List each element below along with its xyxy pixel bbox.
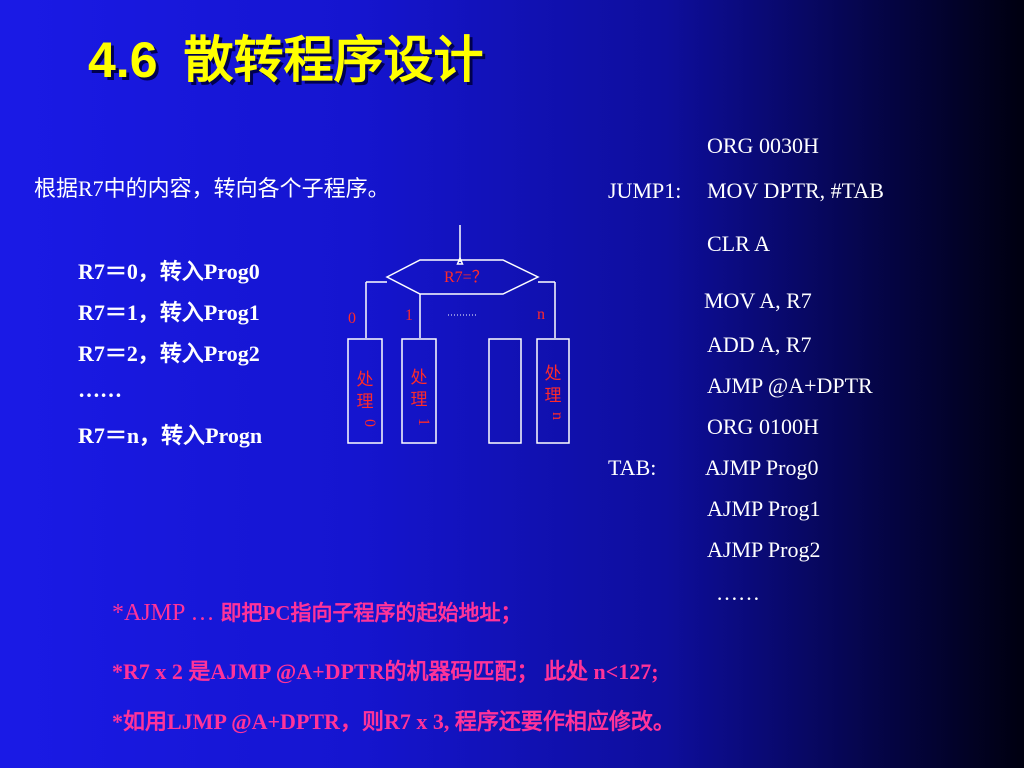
flow-box-empty <box>488 338 522 444</box>
flow-box-0-char-2: 理 <box>357 392 374 411</box>
flow-box-0 <box>347 338 383 444</box>
flow-box-0-char-1: 处 <box>357 370 374 389</box>
code-clr: CLR A <box>707 231 770 256</box>
flowchart: R7=？ 0 1 n 处 理 0 处 理 1 处 理 n <box>347 225 570 444</box>
case-ellipsis: …… <box>78 377 122 402</box>
note-ljmp: *如用LJMP @A+DPTR，则R7 x 3, 程序还要作相应修改。 <box>112 709 675 734</box>
flow-entry-arrow <box>456 256 464 265</box>
note-ajmp: *AJMP … 即把PC指向子程序的起始地址； <box>112 597 521 627</box>
flow-box-1-char-3: 1 <box>415 418 432 426</box>
flow-label-n: n <box>537 306 545 323</box>
flow-box-n <box>536 338 570 444</box>
code-add: ADD A, R7 <box>707 332 812 357</box>
code-tab-label: TAB: <box>608 455 657 480</box>
note-r7-x2: *R7 x 2 是AJMP @A+DPTR的机器码匹配； 此处 n<127; <box>112 659 659 684</box>
code-ajmp-prog2: AJMP Prog2 <box>707 537 821 562</box>
flow-box-0-char-3: 0 <box>361 419 378 427</box>
slide-title: 4.6 散转程序设计 <box>88 20 484 92</box>
section-number: 4.6 <box>88 32 158 88</box>
case-r7-n: R7＝n，转入Progn <box>78 423 263 448</box>
case-r7-2: R7＝2，转入Prog2 <box>78 341 260 366</box>
flow-label-1: 1 <box>405 307 413 324</box>
code-org-0030: ORG 0030H <box>707 133 819 158</box>
flow-box-1-char-2: 理 <box>411 390 428 409</box>
note-ajmp-text: 即把PC指向子程序的起始地址； <box>220 601 522 625</box>
code-ajmp-prog0: AJMP Prog0 <box>705 455 819 480</box>
flow-box-n-char-2: 理 <box>545 386 562 405</box>
flow-box-n-char-3: n <box>549 412 566 420</box>
code-ajmp-prog1: AJMP Prog1 <box>707 496 821 521</box>
code-ellipsis: …… <box>716 580 760 605</box>
code-ajmp-dptr: AJMP @A+DPTR <box>707 373 873 398</box>
code-org-0100: ORG 0100H <box>707 414 819 439</box>
flow-label-0: 0 <box>348 310 356 327</box>
description: 根据R7中的内容，转向各个子程序。 <box>34 176 390 201</box>
flow-box-1 <box>401 338 437 444</box>
code-mov-a-r7: MOV A, R7 <box>704 288 812 313</box>
flow-box-1-char-1: 处 <box>411 368 428 387</box>
flow-box-n-char-1: 处 <box>545 364 562 383</box>
title-text: 散转程序设计 <box>183 32 484 88</box>
code-mov-dptr: MOV DPTR, #TAB <box>707 178 884 203</box>
case-r7-0: R7＝0，转入Prog0 <box>78 259 260 284</box>
flow-condition: R7=？ <box>444 269 488 286</box>
code-jump1-label: JUMP1: <box>608 178 682 203</box>
case-r7-1: R7＝1，转入Prog1 <box>78 300 260 325</box>
note-ajmp-prefix: *AJMP … <box>112 600 215 626</box>
